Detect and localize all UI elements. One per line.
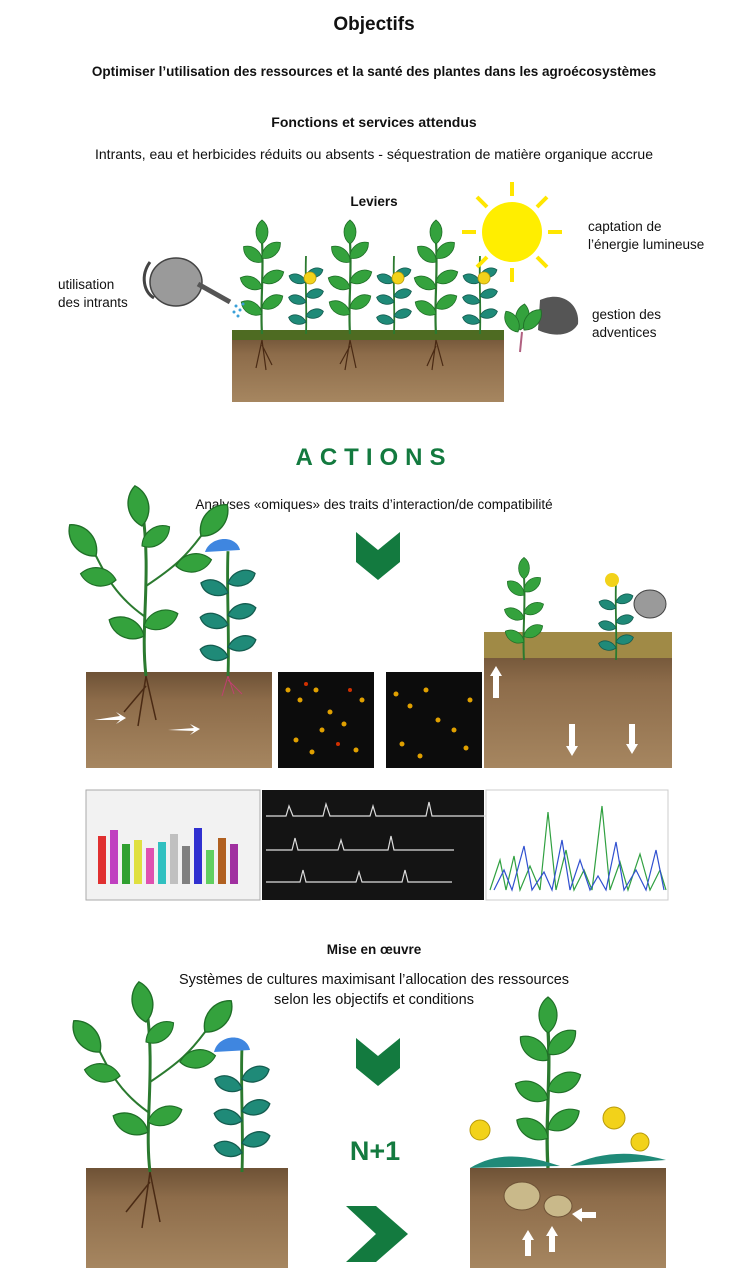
sequencing-gel bbox=[262, 790, 492, 900]
watering-can-icon bbox=[142, 257, 245, 318]
implementation-text: Systèmes de cultures maximisant l’alloca… bbox=[178, 972, 570, 1008]
weed-icon bbox=[500, 296, 579, 353]
chevron-down-icon bbox=[356, 1038, 400, 1086]
after-crop-illustration bbox=[469, 997, 666, 1268]
managed-crop-illustration bbox=[484, 557, 672, 768]
sun-icon bbox=[462, 182, 562, 282]
mixed-crop-illustration bbox=[62, 484, 272, 768]
microarray-left bbox=[278, 672, 374, 768]
implementation-heading: Mise en œuvre bbox=[326, 942, 422, 957]
functions-text: Intrants, eau et herbicides réduits ou a… bbox=[95, 146, 653, 162]
chevron-down-icon bbox=[356, 532, 400, 580]
chromatogram bbox=[485, 789, 669, 901]
functions-heading: Fonctions et services attendus bbox=[271, 114, 477, 130]
inputs-label: utilisation des intrants bbox=[58, 277, 128, 310]
light-label: captation de l’énergie lumineuse bbox=[588, 219, 705, 252]
levers-illustration bbox=[232, 220, 504, 402]
levers-heading: Leviers bbox=[350, 194, 398, 209]
watering-can-small-icon bbox=[633, 589, 667, 619]
microarray-right bbox=[386, 672, 482, 768]
chevron-right-icon bbox=[346, 1206, 408, 1262]
goal-text: Optimiser l’utilisation des ressources e… bbox=[91, 64, 657, 79]
page-title: Objectifs bbox=[333, 14, 415, 35]
next-year-label: N+1 bbox=[349, 1136, 401, 1166]
actions-subtitle: Analyses «omiques» des traits d’interact… bbox=[195, 497, 553, 512]
before-crop-illustration bbox=[66, 980, 288, 1268]
actions-heading: ACTIONS bbox=[295, 444, 453, 471]
manhattan-plot bbox=[85, 789, 261, 901]
weeds-label: gestion des adventices bbox=[592, 307, 662, 340]
